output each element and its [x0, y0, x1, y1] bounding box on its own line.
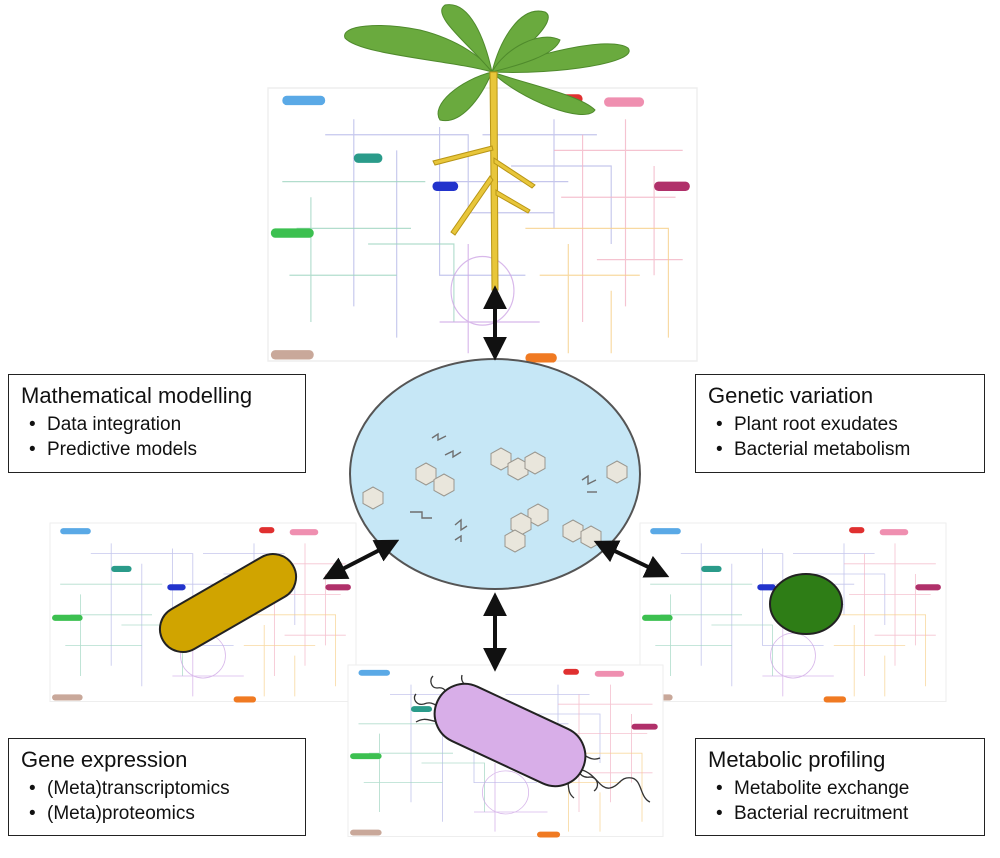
metabolic-network-map-icon — [267, 87, 698, 364]
bullet-item: Data integration — [21, 412, 293, 437]
gene-expression-box: Gene expression (Meta)transcriptomics (M… — [8, 738, 306, 836]
connector-arrows — [322, 285, 670, 672]
rod-bacterium-icon — [158, 553, 298, 653]
box-title: Gene expression — [21, 747, 188, 772]
bullet-item: (Meta)transcriptomics — [21, 776, 293, 801]
bullet-item: Bacterial recruitment — [708, 801, 972, 826]
box-title: Metabolic profiling — [708, 747, 886, 772]
bullet-item: Plant root exudates — [708, 412, 972, 437]
plant-icon — [344, 4, 630, 291]
mathematical-modelling-box: Mathematical modelling Data integration … — [8, 374, 306, 473]
bullet-item: (Meta)proteomics — [21, 801, 293, 826]
flagellated-bacterium-icon — [413, 674, 651, 803]
box-title: Mathematical modelling — [21, 383, 253, 408]
genetic-variation-box: Genetic variation Plant root exudates Ba… — [695, 374, 985, 473]
coccus-bacterium-icon — [769, 573, 843, 635]
metabolic-profiling-box: Metabolic profiling Metabolite exchange … — [695, 738, 985, 836]
bullet-item: Predictive models — [21, 437, 293, 462]
rhizosphere-pool-icon — [349, 358, 641, 590]
box-title: Genetic variation — [708, 383, 874, 408]
bullet-item: Metabolite exchange — [708, 776, 972, 801]
bullet-item: Bacterial metabolism — [708, 437, 972, 462]
